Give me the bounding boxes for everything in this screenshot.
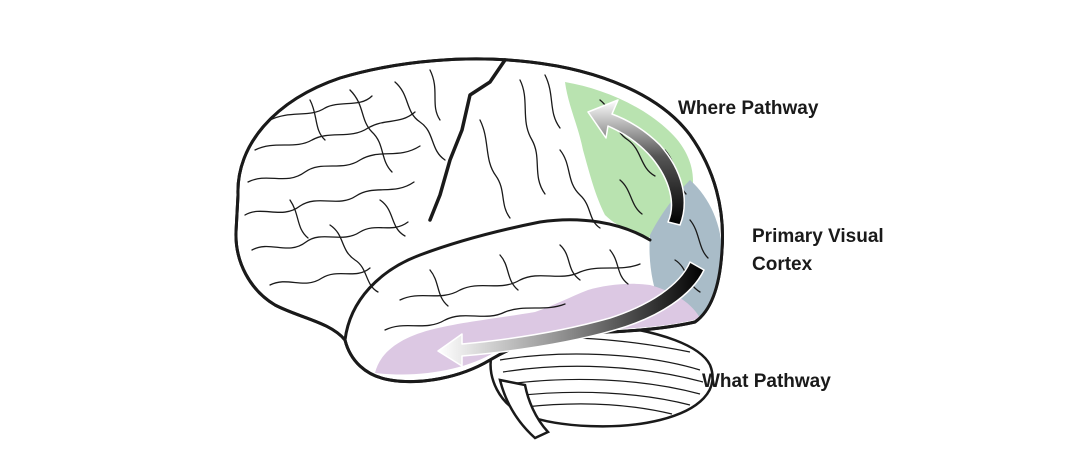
where-pathway-label: Where Pathway [678, 95, 818, 123]
what-pathway-text: What Pathway [702, 371, 831, 392]
where-pathway-text: Where Pathway [678, 98, 819, 119]
where-pathway-arrow [587, 99, 685, 226]
primary-visual-cortex-line2: Cortex [752, 254, 813, 275]
primary-visual-cortex-label: Primary Visual Cortex [752, 223, 884, 279]
what-pathway-label: What Pathway [702, 368, 831, 396]
lateral-fissure [343, 218, 652, 342]
primary-visual-cortex-region [649, 180, 722, 319]
what-pathway-arrow [437, 261, 705, 367]
brain-stem [498, 378, 551, 440]
primary-visual-cortex-line1: Primary Visual [752, 226, 884, 247]
cerebellum [489, 321, 714, 428]
central-sulcus [428, 58, 507, 222]
